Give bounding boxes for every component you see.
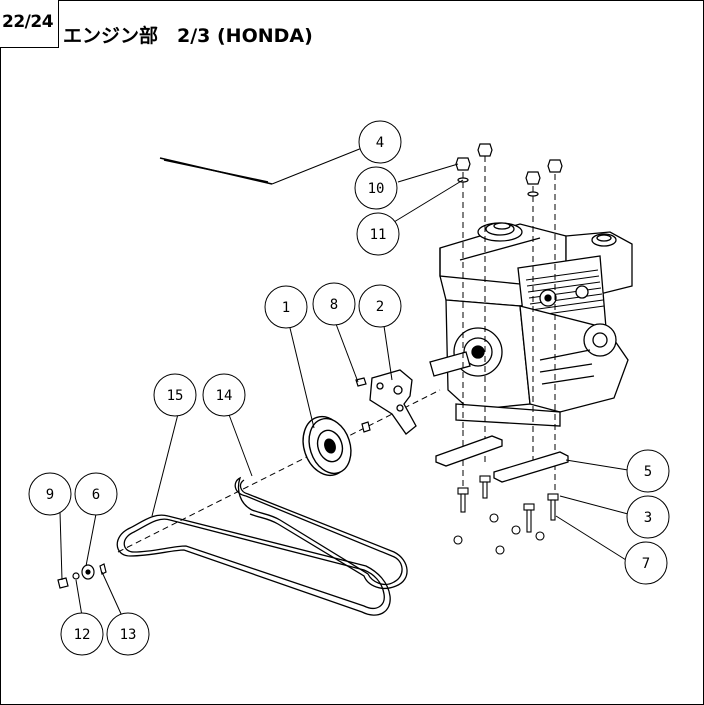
svg-text:11: 11: [370, 227, 387, 243]
svg-text:6: 6: [92, 487, 100, 503]
pulley: [302, 415, 352, 477]
pulley-hardware: [57, 563, 107, 589]
callout-9: 9: [28, 472, 72, 516]
callout-12: 12: [60, 612, 104, 656]
page-number: 22/24: [2, 12, 54, 32]
svg-text:12: 12: [74, 627, 91, 643]
svg-text:13: 13: [120, 627, 137, 643]
callout-14: 14: [202, 373, 246, 417]
svg-text:14: 14: [216, 388, 233, 404]
callout-5: 5: [626, 449, 670, 493]
callout-8: 8: [312, 282, 356, 326]
engine-mount-nuts: [455, 143, 563, 197]
bracket-bolt: [355, 377, 371, 433]
assembly-guide-lines: [117, 156, 556, 553]
callout-3: 3: [626, 495, 670, 539]
callout-10: 10: [354, 166, 398, 210]
callout-11: 11: [356, 212, 400, 256]
svg-text:4: 4: [376, 135, 384, 151]
page-number-badge: 22/24: [0, 0, 59, 48]
callout-leaders: [59, 147, 629, 617]
callout-13: 13: [106, 612, 150, 656]
svg-text:5: 5: [644, 464, 652, 480]
svg-text:9: 9: [46, 487, 54, 503]
engine-assembly: [429, 222, 633, 427]
svg-text:15: 15: [167, 388, 184, 404]
svg-text:1: 1: [282, 300, 290, 316]
svg-text:10: 10: [368, 181, 385, 197]
callout-bubbles: 4 10 11 1 8 2 15 14 9 6 12 13 5 3 7: [28, 120, 670, 656]
v-belt-outer: [116, 514, 391, 616]
svg-text:2: 2: [376, 299, 384, 315]
engine-mount-rails: [435, 435, 569, 483]
callout-4: 4: [358, 120, 402, 164]
callout-7: 7: [624, 541, 668, 585]
svg-text:7: 7: [642, 556, 650, 572]
callout-1: 1: [264, 285, 308, 329]
callout-6: 6: [74, 472, 118, 516]
svg-text:8: 8: [330, 297, 338, 313]
cable-rod: [159, 157, 273, 185]
mount-bolts: [453, 475, 559, 555]
page-title: エンジン部 2/3 (HONDA): [63, 25, 313, 47]
callout-15: 15: [153, 373, 197, 417]
v-belt-inner: [234, 476, 408, 590]
callout-2: 2: [358, 284, 402, 328]
bracket-part: [369, 369, 417, 435]
svg-text:3: 3: [644, 510, 652, 526]
